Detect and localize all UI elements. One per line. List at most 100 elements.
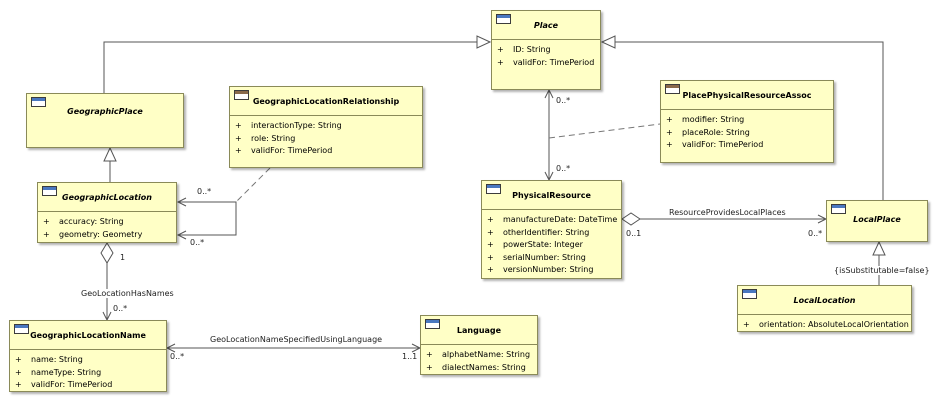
- self-association-geolocation: [178, 201, 237, 236]
- visibility-marker: +: [487, 252, 494, 262]
- visibility-marker: +: [43, 229, 50, 239]
- attribute-text: alphabetName: String: [442, 350, 531, 359]
- visibility-marker: +: [235, 133, 242, 143]
- attribute-text: role: String: [251, 133, 296, 143]
- attribute-row: +accuracy: String: [38, 216, 176, 229]
- attribute-list: +name: String + nameType: String +validFo…: [10, 349, 166, 392]
- attribute-row: + role: String: [230, 133, 422, 146]
- attribute-row: + dialectNames: String: [421, 362, 537, 375]
- class-physical-resource[interactable]: PhysicalResource + manufactureDate: DateT…: [481, 180, 622, 279]
- attribute-list: +interactionType: String + role: String +…: [230, 115, 422, 158]
- attribute-row: + versionNumber: String: [482, 264, 621, 277]
- association-name-label: GeoLocationNameSpecifiedUsingLanguage: [210, 335, 383, 344]
- multiplicity-label: 0..*: [197, 187, 212, 196]
- attribute-list: +orientation: AbsoluteLocalOrientation: [738, 314, 911, 332]
- class-icon: [42, 186, 57, 196]
- attribute-text: validFor: TimePeriod: [31, 380, 113, 389]
- class-name: Language: [456, 326, 502, 335]
- generalization-localplace-to-place: [615, 41, 884, 200]
- attribute-text: dialectNames: String: [442, 362, 526, 372]
- attribute-text: nameType: String: [31, 367, 102, 377]
- class-icon: [742, 289, 757, 299]
- class-header: GeographicPlace: [27, 94, 183, 122]
- assoc-class-icon: [665, 84, 680, 94]
- arrowhead-self-top: [176, 197, 187, 207]
- visibility-marker: +: [426, 362, 433, 372]
- class-language[interactable]: Language +alphabetName: String + dialectN…: [420, 315, 538, 375]
- attribute-list: + manufactureDate: DateTime + otherIdentif…: [482, 209, 621, 277]
- attribute-row: + validFor: TimePeriod: [661, 139, 833, 152]
- class-name: LocalLocation: [793, 296, 856, 305]
- generalization-geographicplace-to-place: [103, 41, 477, 95]
- class-geographic-place[interactable]: GeographicPlace: [26, 93, 184, 148]
- class-local-place[interactable]: LocalPlace: [826, 200, 928, 242]
- class-header: LocalPlace: [827, 201, 927, 229]
- visibility-marker: +: [497, 45, 504, 54]
- visibility-marker: +: [15, 367, 22, 377]
- arrowhead-self-bottom: [176, 230, 187, 240]
- multiplicity-label: 0..*: [170, 352, 185, 361]
- class-geographic-location-relationship[interactable]: GeographicLocationRelationship +interact…: [229, 86, 423, 168]
- class-name: GeographicLocation: [62, 193, 152, 202]
- visibility-marker: +: [666, 115, 673, 124]
- multiplicity-label: 1..1: [402, 352, 418, 361]
- class-icon: [486, 184, 501, 194]
- assoc-class-icon: [234, 90, 249, 100]
- attribute-row: +powerState: Integer: [482, 239, 621, 252]
- attribute-text: name: String: [31, 355, 83, 364]
- attribute-row: + nameType: String: [10, 367, 166, 380]
- attribute-text: validFor: TimePeriod: [513, 57, 595, 67]
- attribute-list: +alphabetName: String + dialectNames: Str…: [421, 344, 537, 374]
- attribute-row: +interactionType: String: [230, 120, 422, 133]
- multiplicity-label: 0..*: [190, 238, 205, 247]
- multiplicity-label: 0..*: [113, 304, 128, 313]
- attribute-list: +ID: String +validFor: TimePeriod: [492, 39, 600, 69]
- class-name: LocalPlace: [853, 215, 901, 224]
- attribute-list: +accuracy: String +geometry: Geometry: [38, 211, 176, 241]
- class-header: GeographicLocationRelationship: [230, 87, 422, 115]
- attribute-text: modifier: String: [682, 115, 745, 124]
- class-place[interactable]: Place +ID: String +validFor: TimePeriod: [491, 10, 601, 90]
- visibility-marker: +: [487, 227, 494, 237]
- attribute-text: otherIdentifier: String: [503, 227, 590, 237]
- class-name: GeographicLocationName: [30, 331, 146, 340]
- attribute-row: +name: String: [10, 354, 166, 367]
- attribute-text: validFor: TimePeriod: [251, 146, 333, 155]
- class-icon: [425, 319, 440, 329]
- attribute-row: +alphabetName: String: [421, 349, 537, 362]
- class-header: Language: [421, 316, 537, 344]
- class-geographic-location[interactable]: GeographicLocation +accuracy: String +ge…: [37, 182, 177, 243]
- attribute-row: +placeRole: String: [661, 127, 833, 140]
- class-header: PlacePhysicalResourceAssoc: [661, 81, 833, 109]
- class-icon: [14, 324, 29, 334]
- attribute-text: validFor: TimePeriod: [682, 140, 764, 149]
- multiplicity-label: 0..*: [556, 164, 571, 173]
- class-geographic-location-name[interactable]: GeographicLocationName +name: String +na…: [9, 320, 167, 392]
- class-icon: [31, 97, 46, 107]
- multiplicity-label: 0..1: [626, 229, 642, 238]
- generalization-arrowhead-localplace: [600, 35, 616, 49]
- attribute-row: +validFor: TimePeriod: [230, 145, 422, 158]
- class-place-physical-resource-assoc[interactable]: PlacePhysicalResourceAssoc + modifier: St…: [660, 80, 834, 163]
- constraint-label: {isSubstitutable=false}: [834, 266, 930, 275]
- attribute-text: versionNumber: String: [503, 265, 594, 274]
- class-header: PhysicalResource: [482, 181, 621, 209]
- attribute-text: placeRole: String: [682, 127, 750, 137]
- attribute-row: + otherIdentifier: String: [482, 227, 621, 240]
- arrowhead-name-language-left: [165, 343, 176, 353]
- attribute-text: manufactureDate: DateTime: [503, 215, 618, 224]
- class-header: GeographicLocation: [38, 183, 176, 211]
- aggregation-diamond-physicalresource: [621, 212, 641, 226]
- attribute-row: +validFor: TimePeriod: [10, 379, 166, 392]
- class-name: Place: [533, 21, 559, 30]
- attribute-text: interactionType: String: [251, 121, 342, 130]
- association-name-label: ResourceProvidesLocalPlaces: [669, 208, 786, 217]
- attribute-text: powerState: Integer: [503, 240, 583, 249]
- visibility-marker: +: [487, 265, 494, 274]
- multiplicity-label: 1: [120, 253, 126, 262]
- attribute-row: + modifier: String: [661, 114, 833, 127]
- class-local-location[interactable]: LocalLocation +orientation: AbsoluteLoca…: [737, 285, 912, 332]
- generalization-arrowhead-geoplace: [103, 146, 117, 162]
- visibility-marker: +: [666, 140, 673, 149]
- attribute-row: +serialNumber: String: [482, 252, 621, 265]
